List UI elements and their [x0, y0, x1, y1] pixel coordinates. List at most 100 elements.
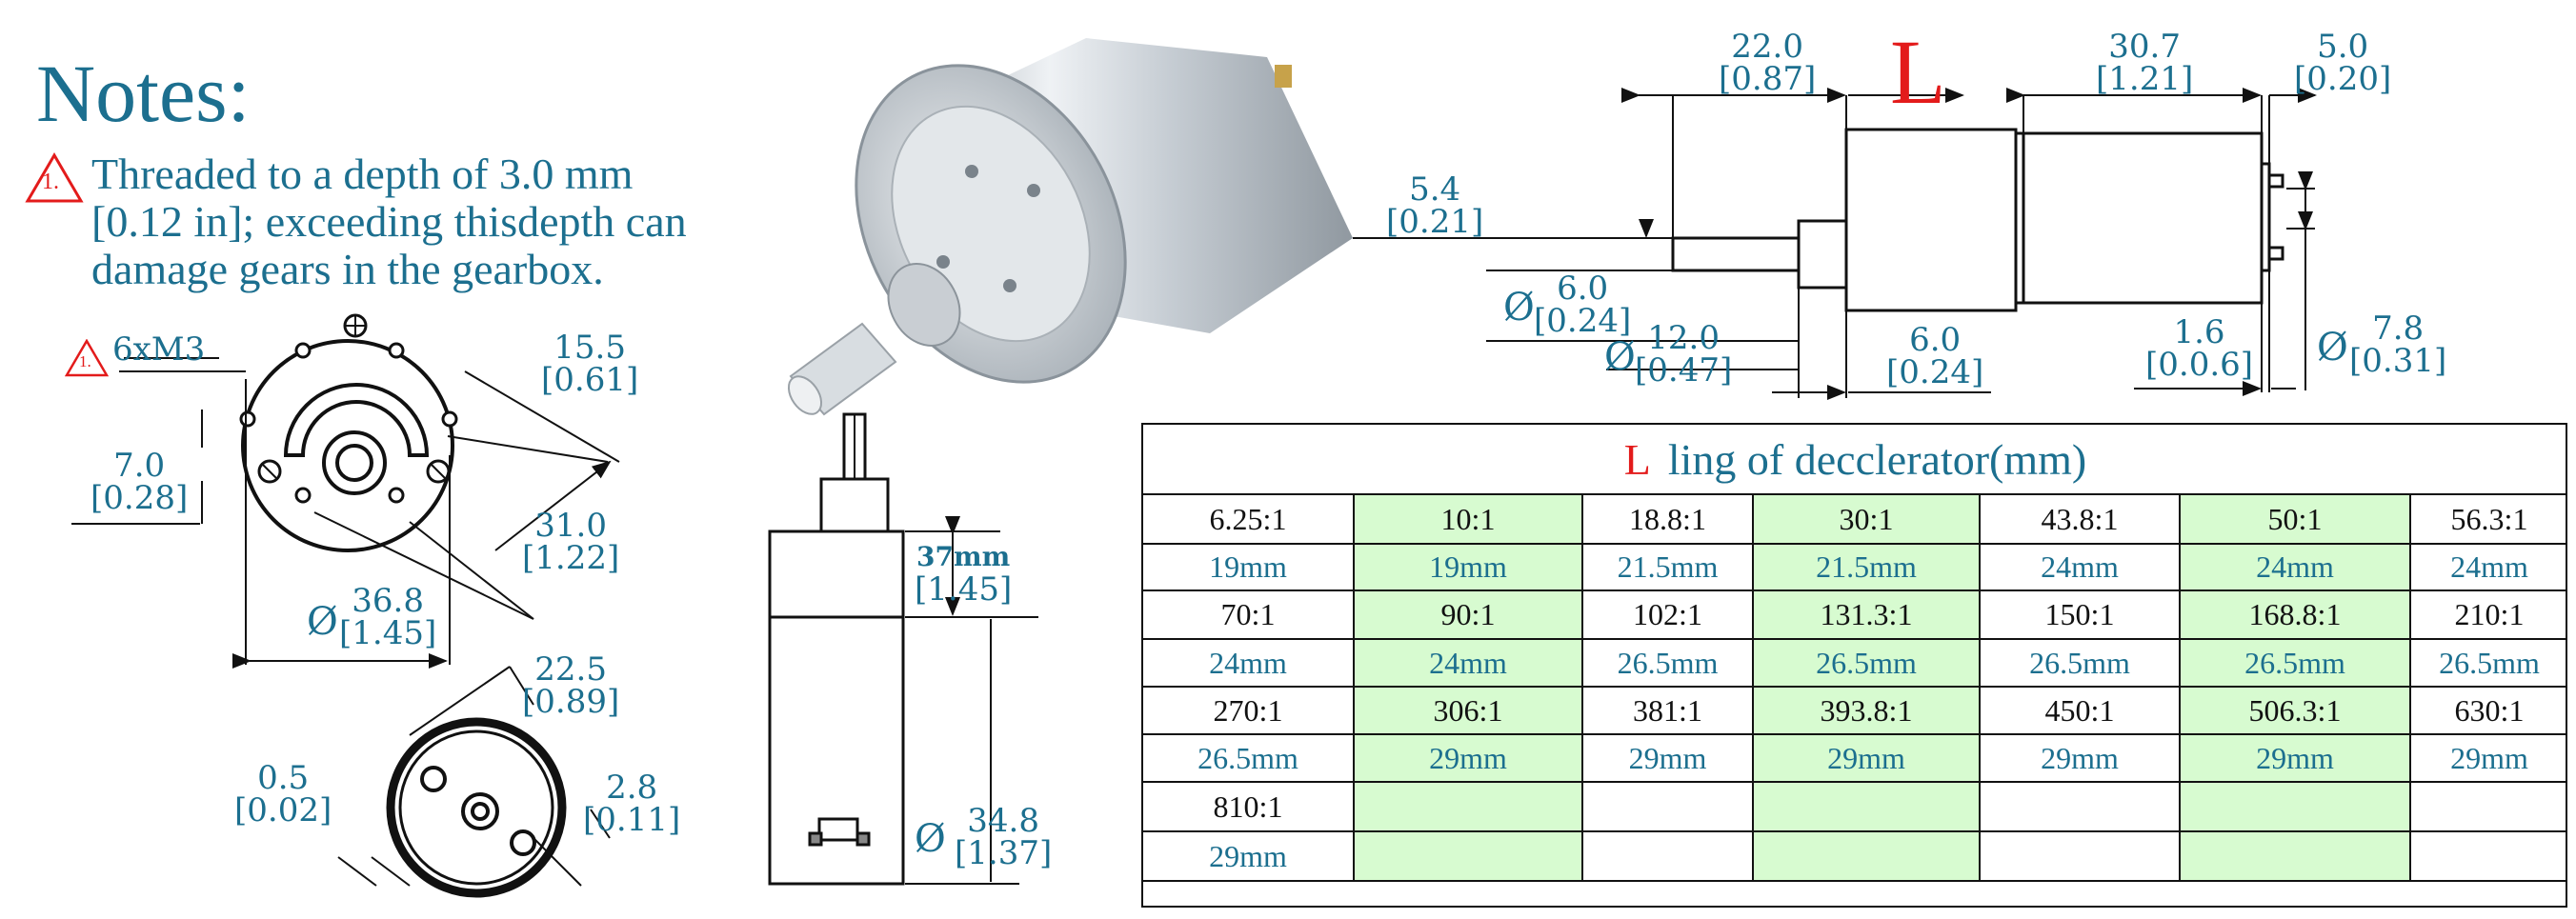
dim-inch: [0.47]: [1635, 351, 1733, 390]
dim-value: 6.0: [1557, 270, 1609, 308]
warning-marker: 1.: [79, 352, 91, 370]
dia-symbol: Ø: [2317, 326, 2348, 370]
table-cell: 630:1: [2411, 688, 2567, 735]
dim-inch: [0.87]: [1719, 60, 1817, 98]
table-cell: [1754, 783, 1981, 832]
table-cell: [1981, 832, 2181, 882]
dim-30-7: 30.7 [1.21]: [2096, 30, 2193, 95]
table-cell: 26.5mm: [1583, 640, 1754, 688]
table-cell: 29mm: [2181, 735, 2411, 783]
dim-value: 7.8: [2372, 310, 2425, 348]
dim-inch: [1.45]: [915, 570, 1013, 609]
dim-value: 5.4: [1409, 170, 1461, 209]
table-cell: 810:1: [1143, 783, 1355, 832]
table-cell: 70:1: [1143, 591, 1355, 640]
side-view: [768, 412, 1038, 886]
dim-inch: [0.89]: [522, 683, 620, 721]
table-cell: 30:1: [1754, 495, 1981, 545]
dim-36-8: 36.8 [1.45]: [339, 585, 436, 649]
table-cell: 29mm: [1355, 735, 1583, 783]
table-cell: 29mm: [1143, 832, 1355, 882]
dim-value: 37mm: [916, 541, 1011, 572]
table-cell: [1754, 832, 1981, 882]
dim-value: 6.0: [1909, 321, 1962, 359]
dim-15-5: 15.5 [0.61]: [541, 331, 638, 396]
top-view: [1353, 88, 2317, 400]
table-cell: 29mm: [1754, 735, 1981, 783]
table-cell: 210:1: [2411, 591, 2567, 640]
dim-37mm: 37mm [1.45]: [915, 541, 1012, 606]
table-cell: [2181, 783, 2411, 832]
table-cell: 19mm: [1143, 545, 1355, 591]
dim-31-0: 31.0 [1.22]: [522, 509, 619, 574]
dim-value: 7.0: [113, 447, 166, 485]
dim-value: 31.0: [534, 507, 607, 545]
notes-title: Notes:: [36, 48, 251, 139]
table-cell: 450:1: [1981, 688, 2181, 735]
table-cell: 19mm: [1355, 545, 1583, 591]
gearbox-length-table: [1141, 423, 2567, 908]
table-cell: 168.8:1: [2181, 591, 2411, 640]
rear-view: [337, 666, 611, 898]
warning-triangle-icon: [25, 152, 84, 203]
dim-value: 22.0: [1731, 28, 1803, 66]
dim-22-5: 22.5 [0.89]: [522, 653, 619, 718]
dim-value: 30.7: [2108, 28, 2181, 66]
table-cell: 29mm: [1583, 735, 1754, 783]
dim-5-4: 5.4 [0.21]: [1386, 173, 1483, 238]
table-cell: 26.5mm: [2411, 640, 2567, 688]
table-cell: 18.8:1: [1583, 495, 1754, 545]
dia-symbol: Ø: [915, 817, 946, 861]
dim-inch: [0.24]: [1534, 302, 1632, 340]
table-cell: 131.3:1: [1754, 591, 1981, 640]
dim-inch: [0.31]: [2349, 342, 2447, 380]
dim-inch: [0.0.6]: [2145, 346, 2254, 384]
dim-value: 36.8: [352, 582, 424, 620]
dim-value: 5.0: [2317, 28, 2369, 66]
table-cell: 26.5mm: [1143, 735, 1355, 783]
warning-triangle-icon: [65, 339, 109, 377]
thread-label: 6xM3: [112, 330, 206, 369]
dim-inch: [0.24]: [1886, 353, 1984, 391]
table-cell: 26.5mm: [1981, 640, 2181, 688]
dim-34-8: 34.8 [1.37]: [955, 805, 1052, 869]
table-cell: [1583, 832, 1754, 882]
table-title-text: ling of decclerator(mm): [1667, 434, 2087, 484]
front-view: [71, 313, 620, 669]
table-cell: 24mm: [2181, 545, 2411, 591]
dim-inch: [0.61]: [541, 361, 639, 399]
table-cell: 43.8:1: [1981, 495, 2181, 545]
dim-inch: [0.11]: [583, 801, 681, 839]
dim-inch: [1.45]: [339, 614, 437, 652]
dim-7-8: 7.8 [0.31]: [2349, 312, 2446, 377]
motor-illustration: [787, 38, 1353, 416]
table-cell: 24mm: [1143, 640, 1355, 688]
table-cell: 150:1: [1981, 591, 2181, 640]
table-cell: [1981, 783, 2181, 832]
dim-inch: [0.20]: [2294, 60, 2392, 98]
table-cell: 24mm: [2411, 545, 2567, 591]
table-cell: 270:1: [1143, 688, 1355, 735]
table-cell: 102:1: [1583, 591, 1754, 640]
note-line: damage gears in the gearbox.: [91, 245, 604, 293]
table-cell: 306:1: [1355, 688, 1583, 735]
warning-marker: 1.: [42, 170, 59, 194]
table-cell: 21.5mm: [1754, 545, 1981, 591]
table-cell: 56.3:1: [2411, 495, 2567, 545]
table-cell: 50:1: [2181, 495, 2411, 545]
dim-2-8: 2.8 [0.11]: [583, 771, 680, 836]
dim-1-6: 1.6 [0.0.6]: [2145, 316, 2253, 381]
table-cell: [1355, 832, 1583, 882]
dia-symbol: Ø: [1503, 286, 1535, 330]
dia-symbol: Ø: [1604, 335, 1636, 379]
table-cell: 90:1: [1355, 591, 1583, 640]
dim-6-0-shaft: 6.0 [0.24]: [1534, 272, 1631, 337]
table-cell: [1355, 783, 1583, 832]
dim-7-0: 7.0 [0.28]: [91, 450, 188, 514]
dim-5-0: 5.0 [0.20]: [2294, 30, 2391, 95]
dim-value: 0.5: [257, 759, 310, 797]
note-line: [0.12 in]; exceeding thisdepth can: [91, 197, 687, 246]
dim-inch: [0.02]: [234, 791, 332, 829]
